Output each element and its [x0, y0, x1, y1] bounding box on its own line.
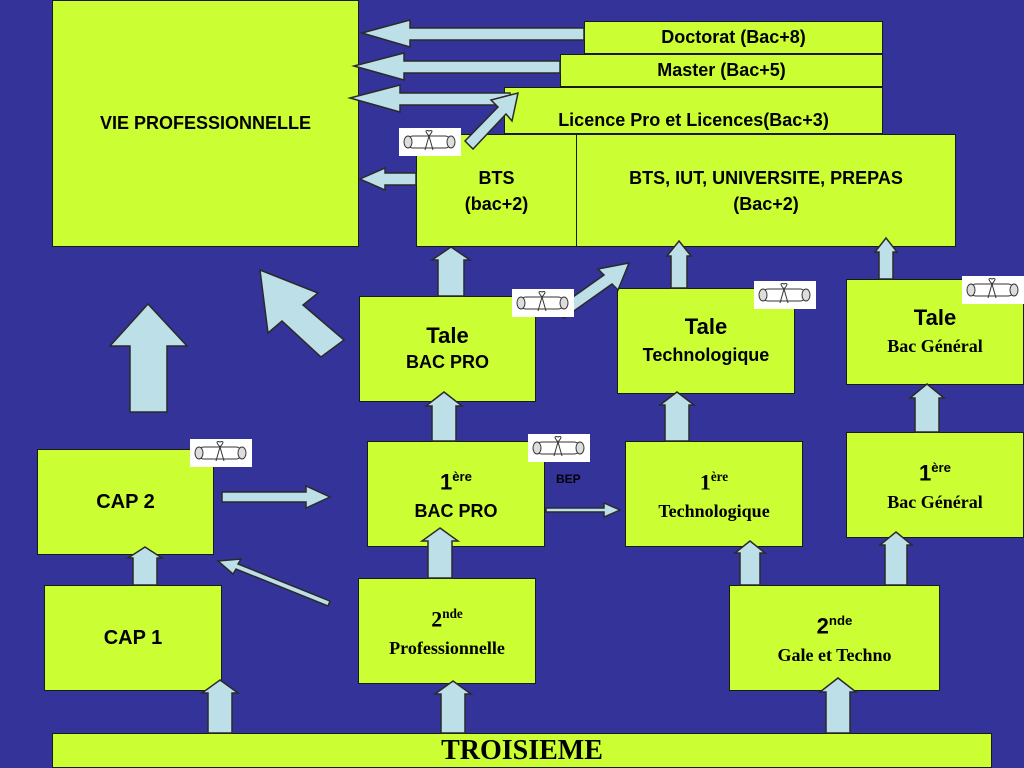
arrow-icon — [657, 391, 697, 442]
premiere-bac-general-subtitle: Bac Général — [887, 491, 983, 512]
tale-technologique-subtitle: Technologique — [642, 345, 770, 365]
seconde-professionnelle-box: 2nde Professionnelle — [358, 578, 536, 684]
arrow-icon — [545, 501, 622, 519]
premiere-bac-pro-box: 1ère BAC PRO — [367, 441, 545, 547]
bts-subtitle: (bac+2) — [464, 193, 529, 214]
diploma-scroll-icon — [190, 439, 252, 467]
bts-iut-line2: (Bac+2) — [733, 193, 799, 214]
troisieme-box: TROISIEME — [52, 733, 992, 768]
licence-box: Licence Pro et Licences(Bac+3) — [504, 87, 883, 134]
arrow-icon — [358, 166, 417, 192]
doctorat-box: Doctorat (Bac+8) — [584, 21, 883, 54]
arrow-icon — [108, 302, 189, 413]
arrow-icon — [665, 239, 693, 289]
arrow-icon — [347, 84, 511, 113]
seconde-generale-techno-subtitle: Gale et Techno — [777, 644, 892, 665]
master-label: Master (Bac+5) — [657, 60, 786, 80]
premiere-bac-pro-title: 1ère — [439, 469, 473, 495]
arrow-icon — [216, 558, 331, 607]
arrow-icon — [432, 680, 474, 734]
vie-professionnelle-label: VIE PROFESSIONNELLE — [99, 113, 312, 133]
arrow-icon — [732, 540, 768, 586]
arrow-icon — [221, 484, 332, 510]
diploma-scroll-icon — [962, 276, 1024, 304]
seconde-generale-techno-title: 2nde — [816, 613, 853, 639]
seconde-professionnelle-subtitle: Professionnelle — [389, 637, 505, 658]
cap2-box: CAP 2 — [37, 449, 214, 555]
diploma-scroll-icon — [528, 434, 590, 462]
diploma-scroll-icon — [399, 128, 461, 156]
premiere-technologique-subtitle: Technologique — [658, 500, 770, 521]
premiere-bac-general-box: 1ère Bac Général — [846, 432, 1024, 538]
tale-bac-pro-subtitle: BAC PRO — [405, 352, 489, 372]
arrow-icon — [259, 268, 346, 358]
arrow-icon — [877, 531, 915, 586]
master-box: Master (Bac+5) — [560, 54, 883, 87]
licence-label: Licence Pro et Licences(Bac+3) — [558, 110, 829, 130]
cap2-label: CAP 2 — [96, 490, 155, 513]
arrow-icon — [351, 52, 561, 81]
cap1-box: CAP 1 — [44, 585, 222, 691]
bep-label: BEP — [556, 472, 581, 486]
bts-title: BTS — [478, 167, 515, 188]
tale-bac-general-subtitle: Bac Général — [887, 336, 983, 356]
premiere-technologique-box: 1ère Technologique — [625, 441, 803, 547]
premiere-bac-general-title: 1ère — [918, 460, 952, 486]
arrow-icon — [907, 383, 947, 433]
seconde-professionnelle-title: 2nde — [431, 606, 463, 632]
premiere-technologique-title: 1ère — [699, 469, 729, 495]
tale-bac-pro-title: Tale — [426, 323, 469, 348]
bts-iut-line1: BTS, IUT, UNIVERSITE, PREPAS — [629, 167, 903, 188]
doctorat-label: Doctorat (Bac+8) — [661, 27, 806, 47]
tale-technologique-title: Tale — [684, 314, 728, 339]
premiere-bac-pro-subtitle: BAC PRO — [414, 500, 498, 521]
tale-bac-general-title: Tale — [913, 305, 957, 330]
diploma-scroll-icon — [754, 281, 816, 309]
cap1-label: CAP 1 — [103, 626, 163, 649]
troisieme-label: TROISIEME — [441, 734, 603, 766]
diploma-scroll-icon — [512, 289, 574, 317]
seconde-generale-techno-box: 2nde Gale et Techno — [729, 585, 940, 691]
vie-professionnelle-box: VIE PROFESSIONNELLE — [52, 0, 359, 247]
arrow-icon — [359, 19, 585, 48]
tale-bac-pro-box: Tale BAC PRO — [359, 296, 536, 402]
arrow-icon — [429, 246, 473, 297]
bts-iut-universite-box: BTS, IUT, UNIVERSITE, PREPAS (Bac+2) — [576, 134, 956, 247]
